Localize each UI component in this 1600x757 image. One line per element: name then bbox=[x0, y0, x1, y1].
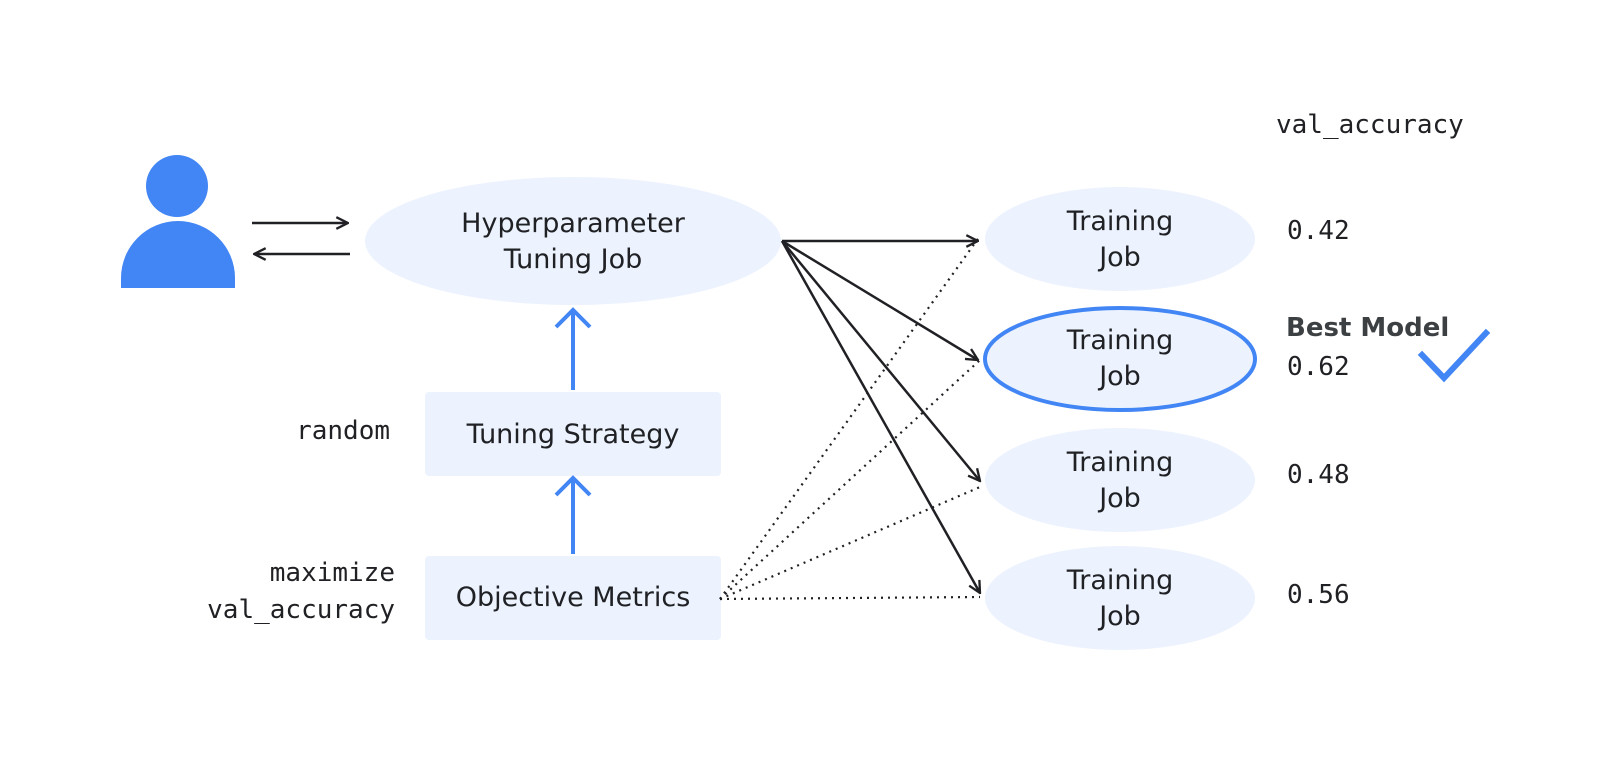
tuning-strategy-node: Tuning Strategy bbox=[425, 392, 721, 476]
tuning-job-label-line1: Hyperparameter bbox=[461, 208, 686, 239]
training-job-score: 0.56 bbox=[1287, 580, 1350, 610]
metric-column-header: val_accuracy bbox=[1276, 110, 1464, 140]
training-job-node-best: Training Job bbox=[983, 306, 1257, 412]
objective-value-line2: val_accuracy bbox=[207, 595, 395, 625]
training-job-score-best: 0.62 bbox=[1287, 352, 1350, 382]
metric-feedback-lines bbox=[719, 235, 981, 601]
training-job-node: Training Job bbox=[985, 187, 1255, 291]
dispatch-arrows bbox=[780, 241, 980, 593]
tuning-job-label-line2: Tuning Job bbox=[503, 244, 643, 275]
best-model-label: Best Model bbox=[1286, 313, 1449, 343]
training-job-label-line2: Job bbox=[1097, 483, 1141, 514]
objective-metrics-label: Objective Metrics bbox=[456, 582, 691, 613]
training-job-label-line1: Training bbox=[1066, 206, 1174, 237]
objective-to-strategy-arrow bbox=[554, 475, 592, 554]
training-job-label-line1: Training bbox=[1066, 447, 1174, 478]
training-job-score: 0.48 bbox=[1287, 460, 1350, 490]
training-job-label-line2: Job bbox=[1097, 361, 1141, 392]
training-job-score: 0.42 bbox=[1287, 216, 1350, 246]
training-job-node: Training Job bbox=[985, 428, 1255, 532]
strategy-to-job-arrow bbox=[554, 307, 592, 390]
training-job-label-line1: Training bbox=[1066, 565, 1174, 596]
training-job-label-line1: Training bbox=[1066, 325, 1174, 356]
tuning-job-node: Hyperparameter Tuning Job bbox=[365, 177, 781, 305]
strategy-value: random bbox=[296, 416, 390, 446]
checkmark-icon bbox=[1417, 328, 1491, 383]
training-job-label-line2: Job bbox=[1097, 601, 1141, 632]
objective-value-line1: maximize bbox=[270, 558, 395, 588]
request-response-arrows bbox=[252, 223, 350, 254]
person-icon bbox=[121, 155, 235, 288]
training-job-label-line2: Job bbox=[1097, 242, 1141, 273]
training-job-node: Training Job bbox=[985, 546, 1255, 650]
objective-metrics-node: Objective Metrics bbox=[425, 556, 721, 640]
tuning-strategy-label: Tuning Strategy bbox=[466, 419, 680, 450]
